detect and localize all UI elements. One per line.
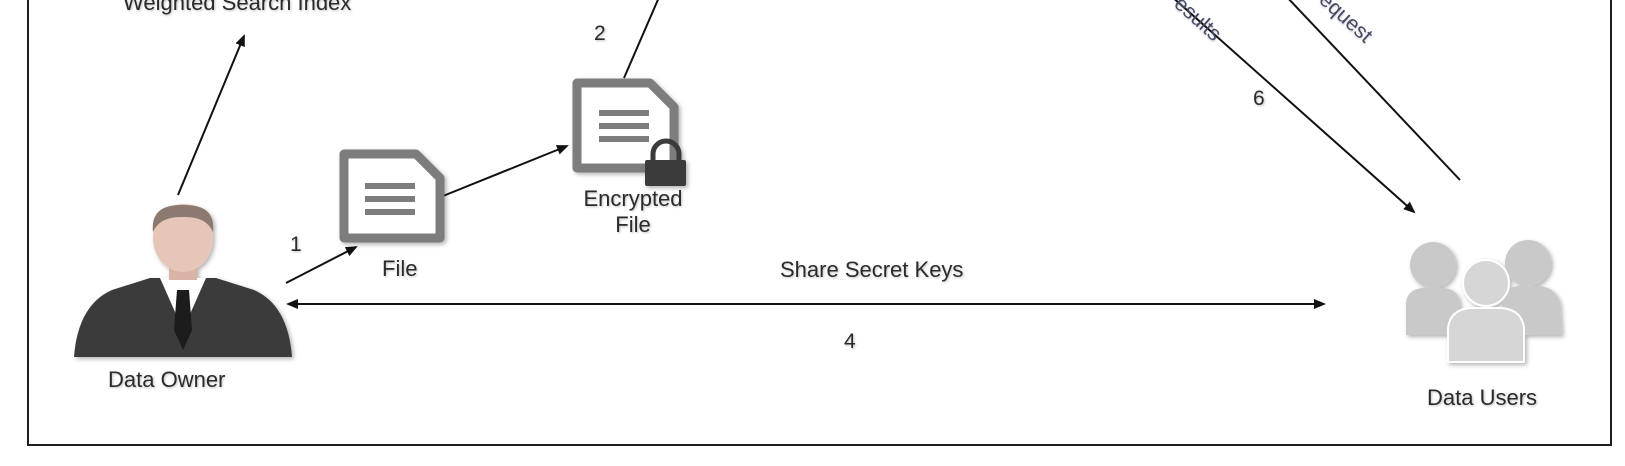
user-group-icon — [1406, 240, 1562, 363]
line-request-from-users — [1288, 0, 1461, 181]
file-label: File — [382, 256, 418, 281]
step-number-6: 6 — [1253, 87, 1265, 110]
data-owner-label: Data Owner — [108, 367, 226, 392]
data-users-label: Data Users — [1427, 385, 1538, 410]
arrow-file-to-encrypted — [442, 145, 569, 197]
arrow-owner-to-index — [177, 34, 245, 196]
encrypted-file-label-line2: File — [615, 212, 651, 237]
business-person-icon — [74, 204, 292, 357]
document-icon — [339, 149, 445, 243]
weighted-search-index-label: Weighted Search Index — [123, 0, 352, 15]
locked-document-icon — [572, 78, 686, 186]
line-encrypted-upward — [623, 0, 659, 79]
arrow-results-to-users — [1174, 0, 1416, 214]
share-secret-keys-label: Share Secret Keys — [780, 257, 964, 282]
diagram-frame — [27, 0, 1612, 446]
encrypted-file-label-line1: Encrypted — [583, 186, 683, 211]
step-number-2: 2 — [594, 22, 606, 45]
arrow-owner-to-file — [285, 246, 358, 284]
lock-icon — [645, 138, 686, 186]
step-number-4: 4 — [844, 330, 856, 353]
step-number-1: 1 — [290, 233, 302, 256]
encrypted-file-label: Encrypted File — [574, 186, 692, 238]
